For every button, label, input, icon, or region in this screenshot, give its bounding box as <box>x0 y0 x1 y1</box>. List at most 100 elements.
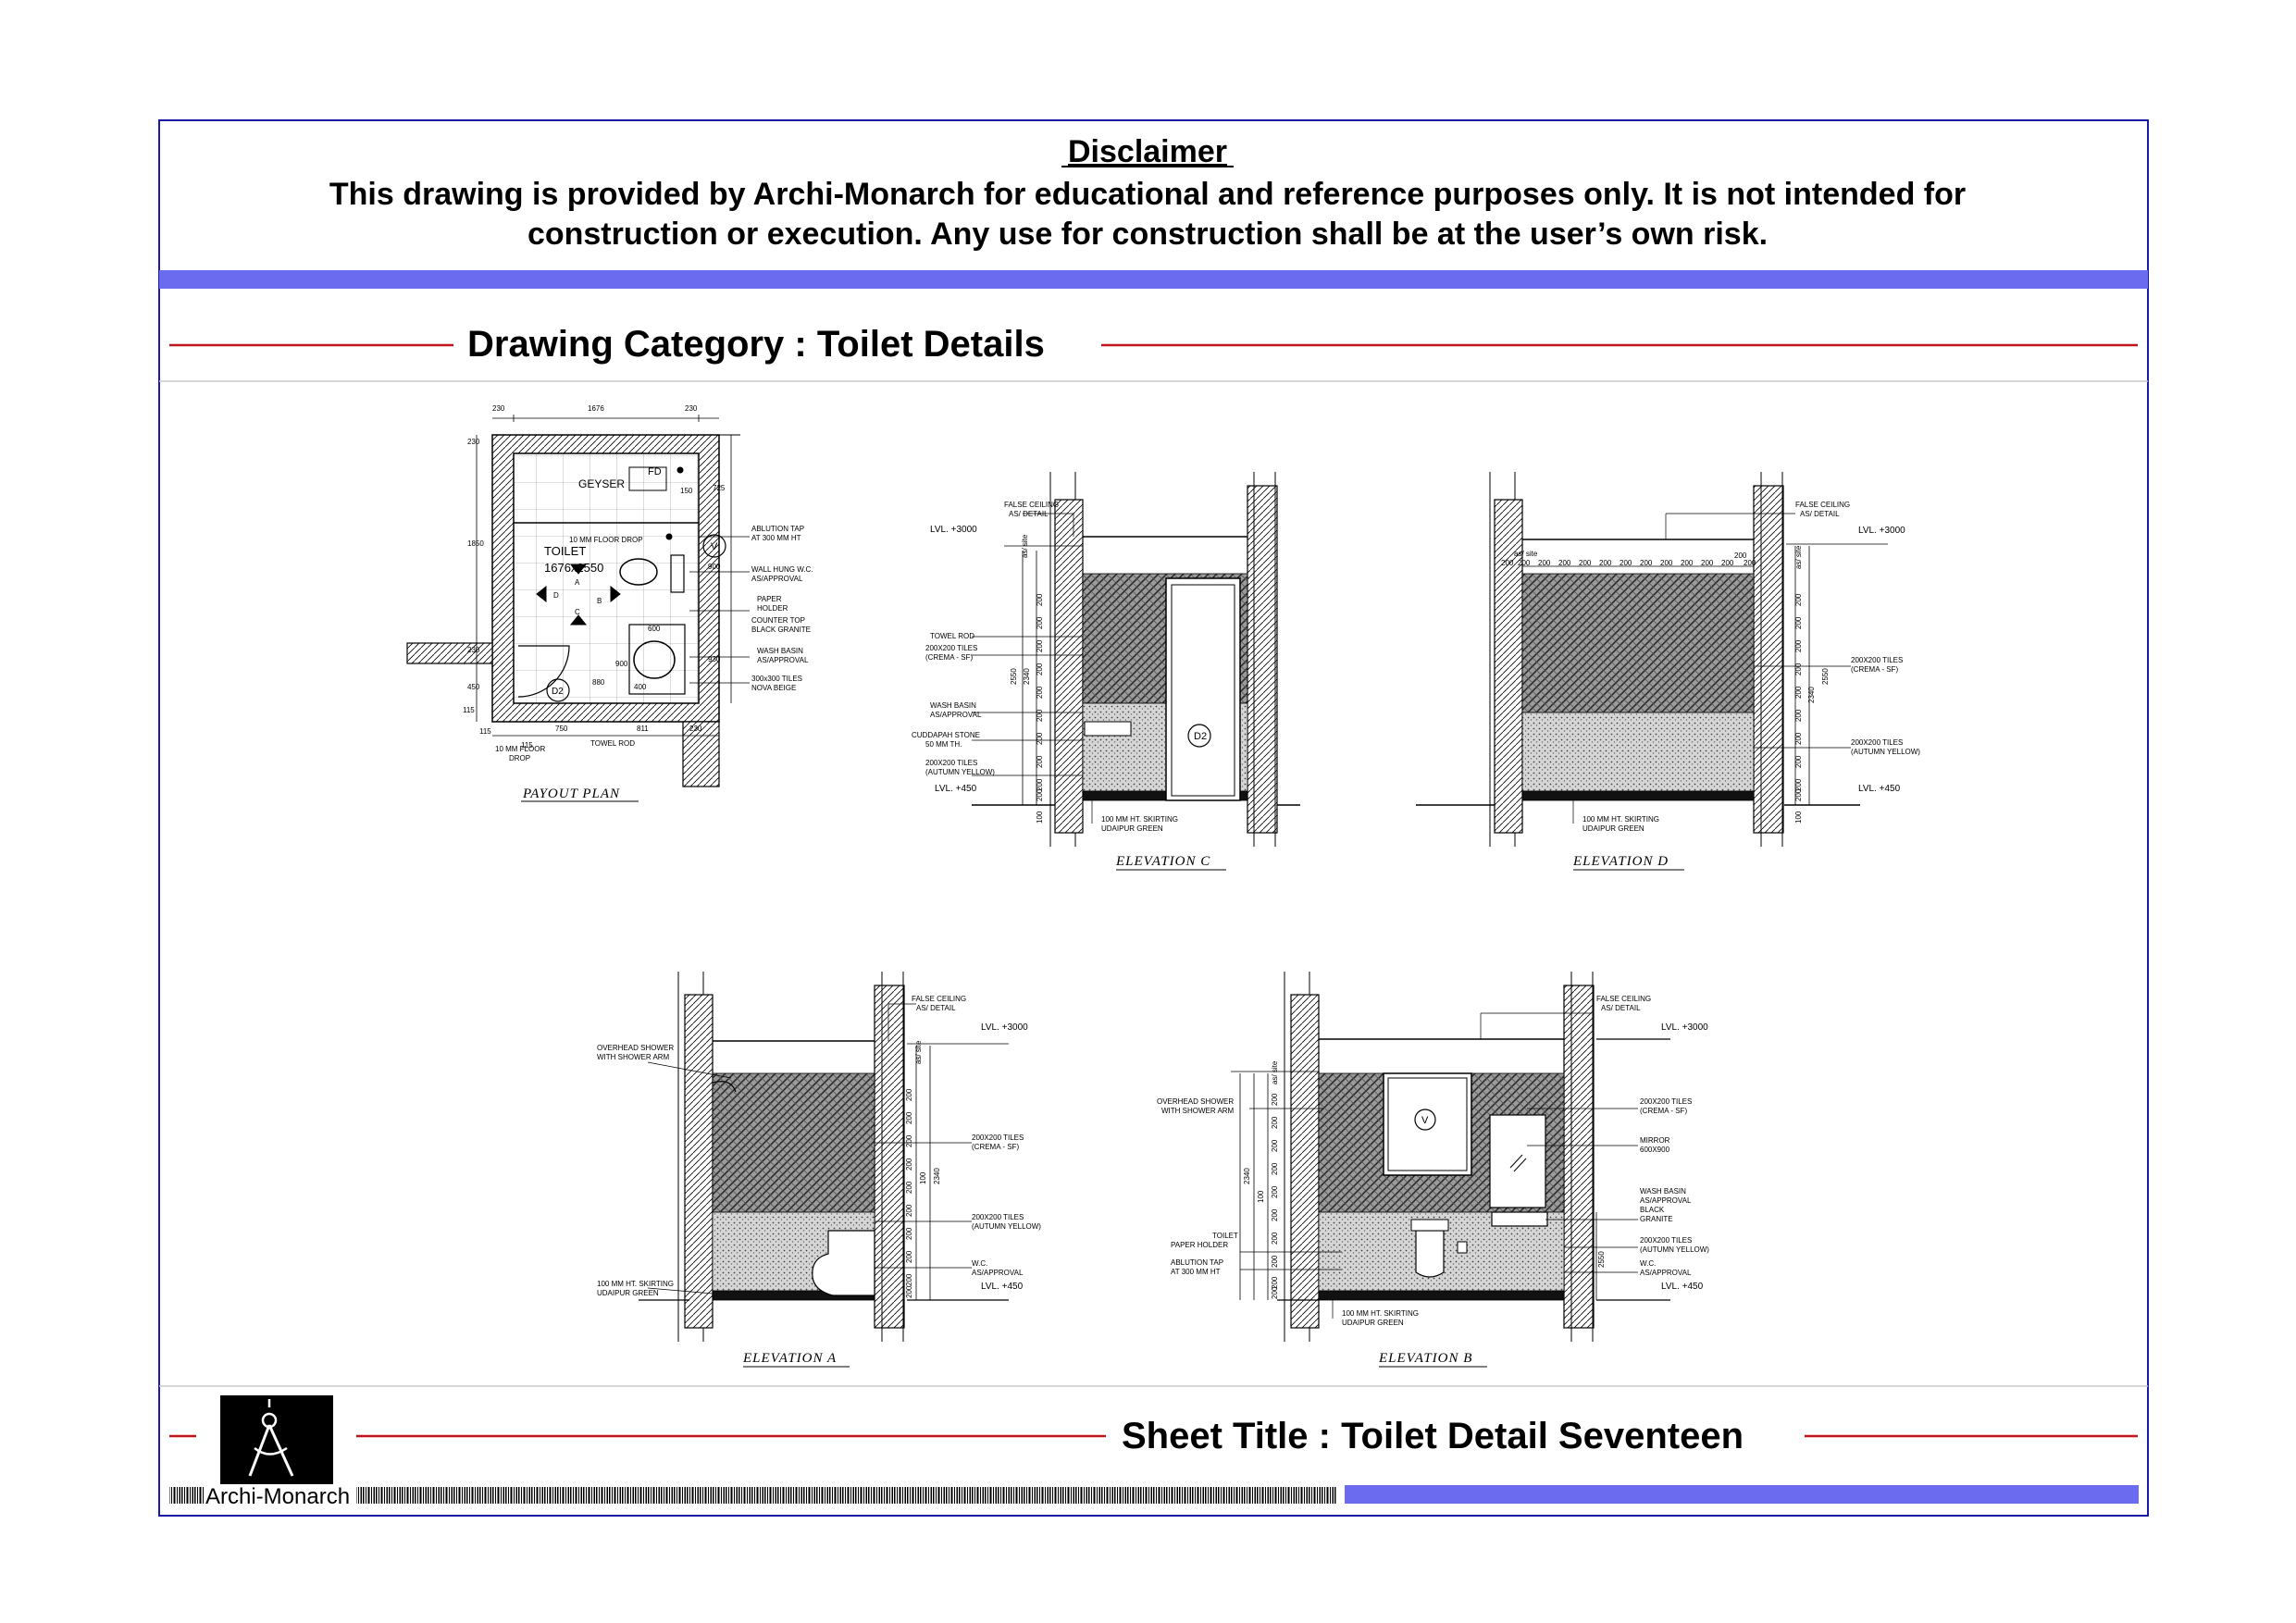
elev-c-dim: 200 <box>1036 755 1044 768</box>
elev-b-dim: as/ site <box>1271 1060 1279 1084</box>
elev-b-note: 200X200 TILES <box>1640 1236 1692 1245</box>
elev-c-note: WASH BASIN <box>930 701 976 710</box>
elev-d-dim: 200 <box>1794 616 1803 629</box>
elev-c-dim: 200 <box>1036 593 1044 606</box>
elev-b-dim: 200 <box>1271 1185 1279 1198</box>
elev-a-level-bottom: LVL. +450 <box>981 1282 1024 1292</box>
elev-d-dim: 200 <box>1681 559 1694 567</box>
plan-note: PAPER <box>757 595 782 603</box>
elev-a-note: (AUTUMN YELLOW) <box>972 1222 1041 1231</box>
plan-note: AT 300 MM HT <box>751 534 801 542</box>
elev-c-dim: as/ site <box>1021 534 1029 558</box>
elev-b-level-top: LVL. +3000 <box>1661 1022 1708 1033</box>
elev-d-note: 100 MM HT. SKIRTING <box>1582 815 1659 824</box>
elev-d-note: (AUTUMN YELLOW) <box>1851 748 1920 756</box>
elev-c-dim: 200 <box>1036 663 1044 675</box>
elev-c-dim: 200 <box>1036 788 1044 801</box>
elev-d-dim: 200 <box>1721 559 1734 567</box>
elev-d-level-top: LVL. +3000 <box>1858 526 1905 536</box>
elev-d-dim: 2550 <box>1821 668 1830 685</box>
geyser-label: GEYSER <box>578 477 625 490</box>
plan-dim: 811 <box>637 725 649 733</box>
elev-a-dim: 200 <box>905 1088 913 1101</box>
elev-d-dim: 100 <box>1794 811 1803 824</box>
elev-b-dim: 200 <box>1271 1276 1279 1289</box>
footer-band <box>1345 1485 2139 1504</box>
archi-monarch-logo <box>220 1395 333 1484</box>
ventilator-tag: V <box>711 541 718 552</box>
disclaimer-line-1: This drawing is provided by Archi-Monarc… <box>329 177 1966 212</box>
plan-dim: 725 <box>713 484 726 492</box>
elev-c-note: TOWEL ROD <box>930 632 974 640</box>
elev-d-note: UDAIPUR GREEN <box>1582 824 1644 833</box>
elev-d-note: AS/ DETAIL <box>1800 510 1840 518</box>
elev-c-note: 200X200 TILES <box>925 759 977 767</box>
plan-note: 10 MM FLOOR <box>495 745 545 753</box>
elev-b-dim: 200 <box>1271 1162 1279 1175</box>
elev-d-dim: 200 <box>1701 559 1714 567</box>
layout-plan <box>406 415 750 787</box>
plan-dim: 1676 <box>588 404 604 413</box>
plan-dim: 400 <box>634 683 647 691</box>
elev-c-note: AS/APPROVAL <box>930 711 982 719</box>
plan-dim: 115 <box>479 727 491 736</box>
elev-c-dim: 200 <box>1036 732 1044 745</box>
elev-c-dim: 200 <box>1036 616 1044 629</box>
elev-d-dim: 200 <box>1640 559 1653 567</box>
elev-a-dim: 200 <box>905 1204 913 1217</box>
elev-c-note: (AUTUMN YELLOW) <box>925 768 995 776</box>
elevation-b-title: ELEVATION B <box>1378 1351 1472 1366</box>
section-mark: D <box>553 591 559 600</box>
elev-d-dim: 200 <box>1794 639 1803 652</box>
elevation-d-drawing <box>1416 472 1888 847</box>
elev-a-note: AS/ DETAIL <box>916 1004 956 1012</box>
elev-d-dim: 200 <box>1794 663 1803 675</box>
elev-b-note: 200X200 TILES <box>1640 1097 1692 1106</box>
plan-dim: 115 <box>521 741 533 750</box>
elev-c-note: (CREMA - SF) <box>925 653 973 662</box>
section-mark: B <box>597 597 602 605</box>
sheet-frame <box>158 119 2149 1517</box>
elev-a-note: FALSE CEILING <box>912 995 966 1003</box>
plan-dim: 150 <box>680 487 693 495</box>
elev-c-note: UDAIPUR GREEN <box>1101 824 1163 833</box>
elev-b-note: OVERHEAD SHOWER <box>1157 1097 1234 1106</box>
elevation-b-drawing <box>1231 972 1670 1342</box>
elev-b-note: (AUTUMN YELLOW) <box>1640 1245 1709 1254</box>
elev-b-dim: 2550 <box>1597 1251 1606 1268</box>
plan-dim: 230 <box>492 404 505 413</box>
elev-d-level-bottom: LVL. +450 <box>1858 784 1901 794</box>
elev-b-note: W.C. <box>1640 1259 1656 1268</box>
elev-b-dim: 100 <box>1257 1190 1265 1203</box>
header-band <box>159 270 2148 289</box>
elev-d-note: 200X200 TILES <box>1851 656 1903 664</box>
elev-b-note: PAPER HOLDER <box>1171 1241 1228 1249</box>
elev-a-dim: 200 <box>905 1227 913 1240</box>
plan-title: PAYOUT PLAN <box>522 787 620 801</box>
elev-d-dim: 2340 <box>1807 687 1816 703</box>
barcode-right <box>356 1487 1337 1504</box>
plan-note: BLACK GRANITE <box>751 626 811 634</box>
plan-note: AS/APPROVAL <box>751 575 803 583</box>
plan-dim: 880 <box>592 678 605 687</box>
elev-c-dim: 200 <box>1036 709 1044 722</box>
plan-note: WALL HUNG W.C. <box>751 565 813 574</box>
elev-b-dim: 200 <box>1271 1286 1279 1299</box>
plan-dim: 930 <box>708 655 721 663</box>
elev-a-dim: 100 <box>919 1171 927 1184</box>
elev-c-dim: 2340 <box>1023 668 1031 685</box>
elev-b-note: WASH BASIN <box>1640 1187 1686 1196</box>
elev-a-note: AS/APPROVAL <box>972 1269 1024 1277</box>
elev-c-note: FALSE CEILING <box>1004 501 1059 509</box>
elev-c-dim: 200 <box>1036 778 1044 791</box>
elev-d-dim: 200 <box>1794 686 1803 699</box>
elevation-c-title: ELEVATION C <box>1115 854 1210 869</box>
plan-dim: 1850 <box>467 539 484 548</box>
elev-c-note: 200X200 TILES <box>925 644 977 652</box>
elevation-a-drawing <box>639 972 1009 1342</box>
elev-d-dim: 200 <box>1660 559 1673 567</box>
elev-b-note: MIRROR <box>1640 1136 1670 1145</box>
plan-dim: 900 <box>615 660 628 668</box>
elev-c-dim: 2550 <box>1010 668 1018 685</box>
elev-a-note: 200X200 TILES <box>972 1134 1024 1142</box>
